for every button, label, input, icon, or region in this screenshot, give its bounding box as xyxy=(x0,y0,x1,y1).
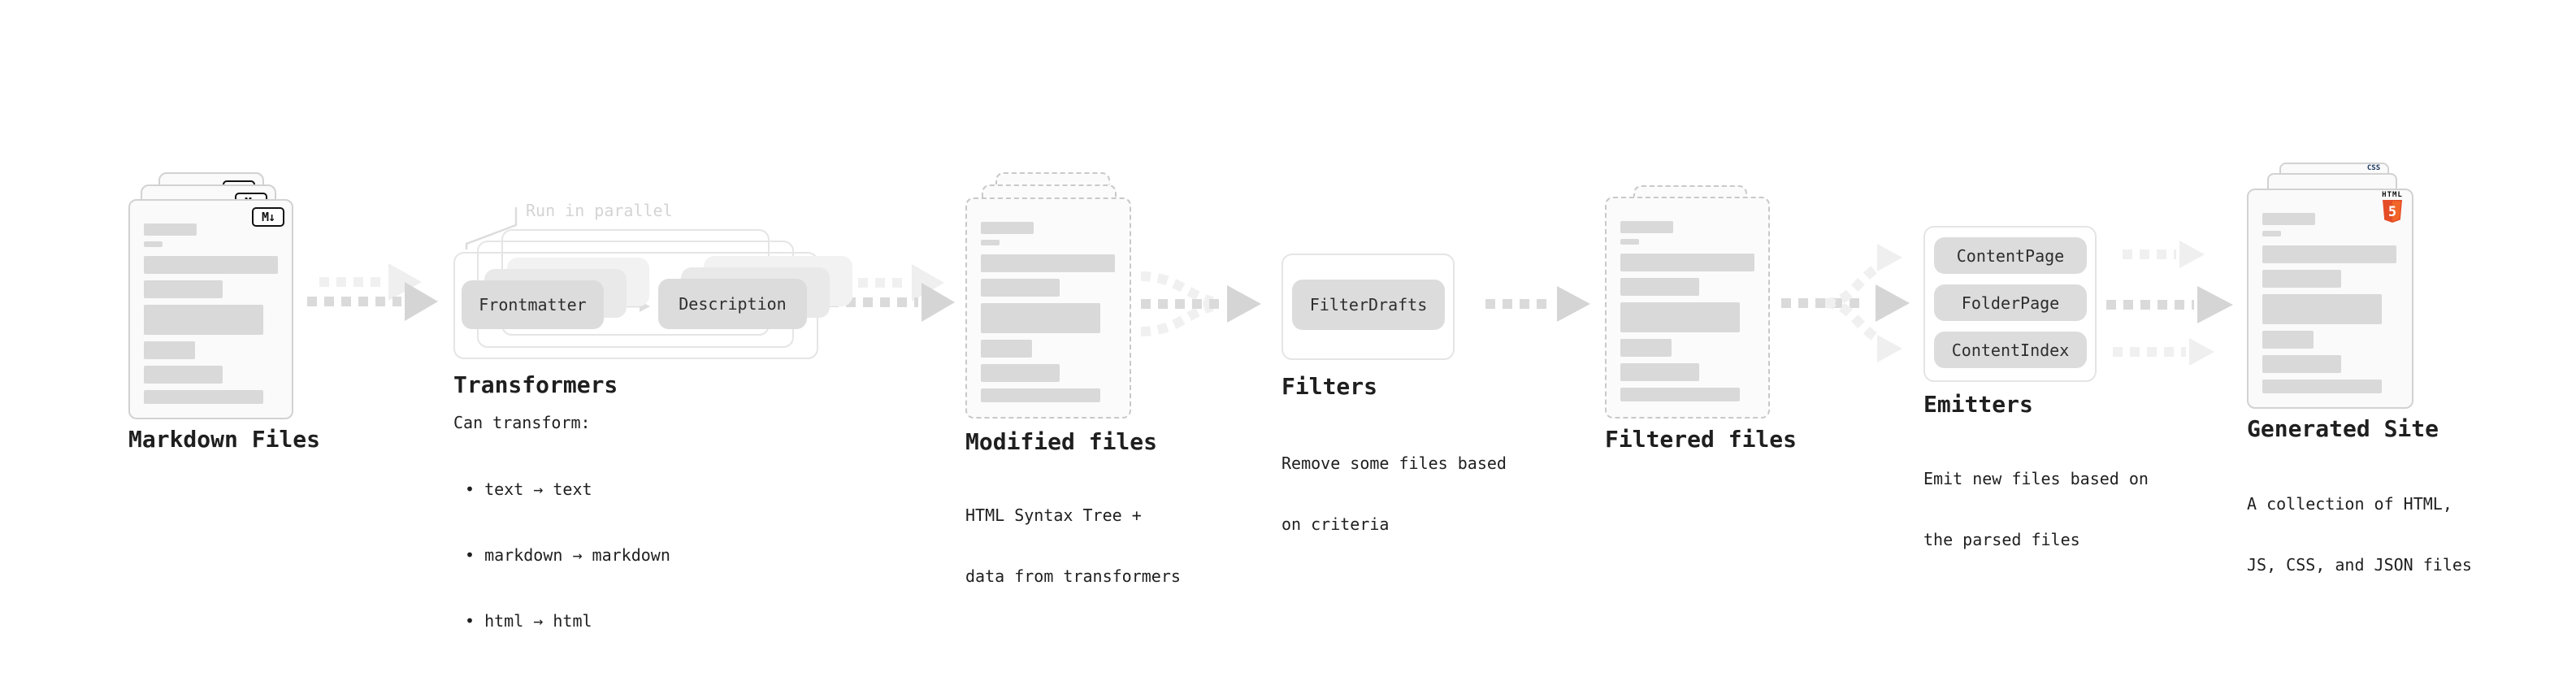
contentindex-pill: ContentIndex xyxy=(1934,332,2087,368)
stage-label-generated-site: Generated Site xyxy=(2247,415,2439,442)
subtitle-line: JS, CSS, and JSON files xyxy=(2247,555,2472,575)
bullet-item: • markdown → markdown xyxy=(465,545,670,565)
frontmatter-pill: Frontmatter xyxy=(462,280,604,329)
arrow-modified-to-filters xyxy=(1140,271,1261,336)
filterdrafts-pill: FilterDrafts xyxy=(1292,280,1445,330)
folderpage-pill: FolderPage xyxy=(1934,284,2087,321)
stage-title-filters: Filters xyxy=(1281,373,1378,400)
stage-label-modified-files: Modified files xyxy=(965,428,1158,455)
subtitle-line: HTML Syntax Tree + xyxy=(965,505,1142,525)
bullet-item: • text → text xyxy=(465,479,592,499)
modified-file-card-front xyxy=(965,197,1131,419)
arrow-filters-to-filtered xyxy=(1485,286,1590,322)
run-in-parallel-leader-line xyxy=(465,207,518,249)
svg-text:5: 5 xyxy=(2388,204,2396,220)
doc-placeholder-lines xyxy=(967,199,1130,402)
doc-placeholder-lines xyxy=(2249,190,2412,393)
contentpage-pill: ContentPage xyxy=(1934,237,2087,274)
stage-label-markdown-files: Markdown Files xyxy=(128,426,321,453)
arrows-emitters-to-site xyxy=(2106,241,2233,366)
subtitle-line: A collection of HTML, xyxy=(2247,494,2452,514)
transformers-body-intro: Can transform: xyxy=(453,413,591,432)
markdown-file-card-front: M↓ xyxy=(128,199,293,419)
subtitle-line: the parsed files xyxy=(1923,530,2080,549)
arrow-filtered-to-emitters xyxy=(1781,244,1910,362)
subtitle-line: data from transformers xyxy=(965,566,1181,586)
subtitle-line: Remove some files based xyxy=(1281,453,1507,473)
subtitle-line: on criteria xyxy=(1281,514,1390,534)
generated-site-subtitle: A collection of HTML, JS, CSS, and JSON … xyxy=(2247,453,2472,616)
markdown-icon: M↓ xyxy=(252,207,284,227)
emitters-subtitle: Emit new files based on the parsed files xyxy=(1923,428,2149,591)
stage-title-emitters: Emitters xyxy=(1923,391,2033,418)
arrow-markdown-to-transformers xyxy=(307,263,438,321)
transformers-bullet-list: • text → text • markdown → markdown • ht… xyxy=(453,435,670,676)
arrow-transformers-to-modified xyxy=(829,264,955,322)
stage-label-filtered-files: Filtered files xyxy=(1605,426,1798,453)
site-file-card-html xyxy=(2247,189,2413,409)
modified-files-subtitle: HTML Syntax Tree + data from transformer… xyxy=(965,465,1181,627)
description-pill: Description xyxy=(658,279,807,329)
html5-icon: HTML 5 xyxy=(2381,191,2404,223)
bullet-item: • html → html xyxy=(465,611,592,631)
filtered-file-card-front xyxy=(1605,197,1770,419)
stage-title-transformers: Transformers xyxy=(453,371,618,398)
doc-placeholder-lines xyxy=(130,201,292,404)
run-in-parallel-annotation: Run in parallel xyxy=(526,201,673,220)
doc-placeholder-lines xyxy=(1607,198,1768,401)
subtitle-line: Emit new files based on xyxy=(1923,469,2149,488)
filters-subtitle: Remove some files based on criteria xyxy=(1281,413,1507,575)
